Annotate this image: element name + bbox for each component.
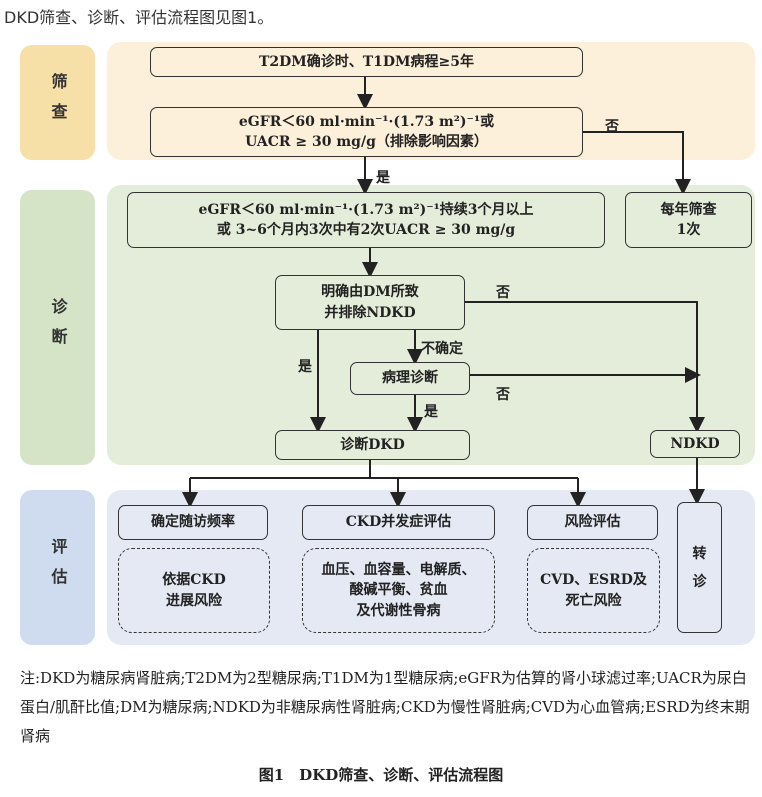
label-no: 否 [496,285,510,301]
label-yes: 是 [298,359,312,375]
label-yes: 是 [376,170,390,186]
ckd-complication-detail-box: 血压、血容量、电解质、 酸碱平衡、贫血 及代谢性骨病 [302,548,495,633]
risk-detail-box: CVD、ESRD及 死亡风险 [527,548,660,633]
screen-test-box: eGFR＜60 ml·min⁻¹·(1.73 m²)⁻¹或 UACR ≥ 30 … [150,107,583,157]
dkd-box: 诊断DKD [275,430,470,460]
section-label-screen: 筛查 [20,45,95,160]
followup-box: 确定随访频率 [118,505,268,540]
pathology-box: 病理诊断 [350,362,470,395]
label-no: 否 [605,119,619,135]
intro-text: DKD筛查、诊断、评估流程图见图1。 [4,8,274,27]
label-no: 否 [496,387,510,403]
confirm-box: eGFR＜60 ml·min⁻¹·(1.73 m²)⁻¹持续3个月以上 或 3~… [127,192,605,248]
referral-box: 转 诊 [677,502,722,633]
risk-box: 风险评估 [527,505,658,540]
footnote: 注:DKD为糖尿病肾脏病;T2DM为2型糖尿病;T1DM为1型糖尿病;eGFR为… [20,669,750,745]
arrow [465,301,705,433]
section-label-diagnose: 诊断 [20,190,95,465]
arrow [583,131,691,195]
label-uncertain: 不确定 [421,341,463,357]
ckd-complication-box: CKD并发症评估 [302,505,495,540]
annual-screen-box: 每年筛查 1次 [625,192,752,248]
start-box: T2DM确诊时、T1DM病程≥5年 [150,47,583,77]
followup-detail-box: 依据CKD 进展风险 [118,548,270,633]
figure-caption: 图1 DKD筛查、诊断、评估流程图 [258,766,504,784]
ndkd-box: NDKD [650,430,740,458]
label-yes: 是 [424,404,438,420]
dm-cause-box: 明确由DM所致 并排除NDKD [275,275,465,330]
section-label-assess: 评估 [20,490,95,645]
